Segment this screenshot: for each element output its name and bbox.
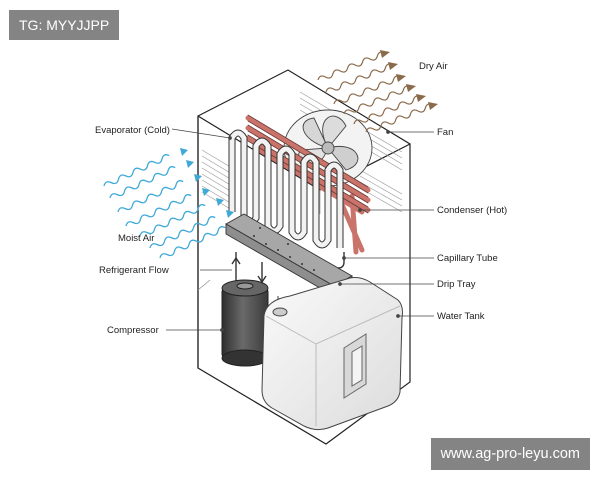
label-evaporator: Evaporator (Cold) (95, 125, 170, 136)
moist-air-arrowheads (180, 148, 234, 218)
leader-lines (166, 128, 434, 332)
label-fan: Fan (437, 127, 453, 138)
tank-handle (343, 333, 367, 399)
labels: Dry Air Fan Evaporator (Cold) Condenser … (95, 61, 507, 336)
label-capillary-tube: Capillary Tube (437, 253, 498, 264)
label-drip-tray: Drip Tray (437, 279, 476, 290)
water-tank (261, 277, 403, 431)
label-dry-air: Dry Air (419, 61, 448, 72)
label-refrigerant-flow: Refrigerant Flow (99, 265, 169, 276)
label-condenser: Condenser (Hot) (437, 205, 507, 216)
refrigerant-pipes (231, 252, 345, 288)
watermark-bottom-right: www.ag-pro-leyu.com (430, 437, 590, 470)
watermark-top-left: TG: MYYJJPP (9, 10, 120, 40)
label-compressor: Compressor (107, 325, 159, 336)
label-water-tank: Water Tank (437, 311, 485, 322)
dry-air-arrowheads (380, 50, 438, 110)
label-moist-air: Moist Air (118, 233, 154, 244)
compressor (221, 279, 269, 367)
